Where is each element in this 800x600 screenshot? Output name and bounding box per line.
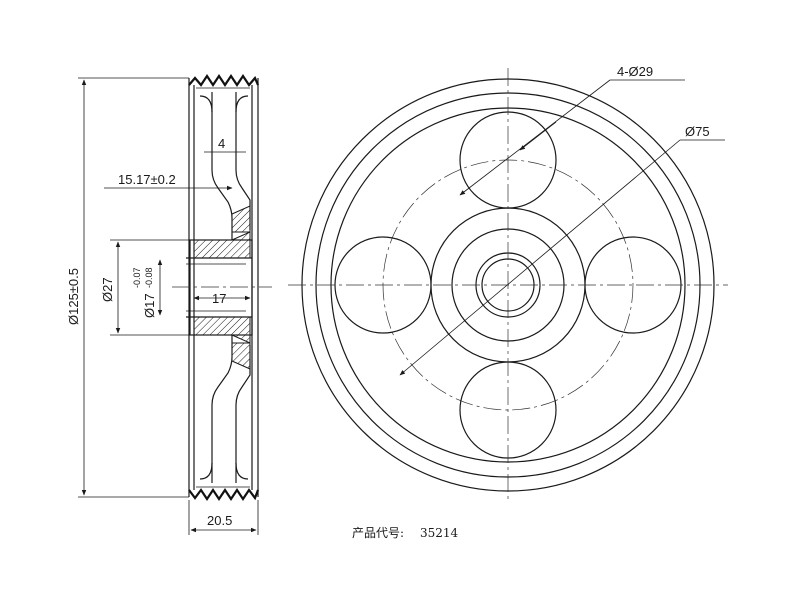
- web-profile-bottom-right: [235, 345, 251, 483]
- dim-outer-diameter: Ø125±0.5: [66, 268, 81, 325]
- caption-code: 35214: [420, 526, 459, 540]
- web-rim-top: [199, 95, 249, 113]
- groove-bottom: [188, 488, 260, 501]
- dim-bore-tol-lower: -0.08: [144, 267, 154, 288]
- dim-hub-diameter: Ø27: [100, 277, 115, 302]
- web-profile-bottom-left: [211, 335, 233, 483]
- caption: 产品代号: 35214: [352, 526, 459, 540]
- dim-total-width: 20.5: [207, 513, 232, 528]
- dim-bore-length: 17: [212, 291, 226, 306]
- caption-label: 产品代号:: [352, 526, 404, 540]
- side-view: Ø125±0.5 Ø27 Ø17 -0.07 -0.08 17 15.17±0.…: [66, 74, 272, 535]
- web-profile-top-left: [211, 92, 233, 240]
- hub-hatch-top: [193, 231, 251, 259]
- dim-holes: 4-Ø29: [617, 64, 653, 79]
- hub-hatch-bottom: [193, 316, 251, 344]
- dim-bore-tol-upper: -0.07: [132, 267, 142, 288]
- dim-offset: 15.17±0.2: [118, 172, 176, 187]
- leader-pitch: [399, 139, 681, 376]
- dim-pitch-circle: Ø75: [685, 124, 710, 139]
- web-hatch-top: [231, 205, 251, 233]
- web-rim-bottom: [199, 462, 249, 480]
- dim-web-thickness: 4: [218, 136, 225, 151]
- leader-holes: [459, 79, 611, 196]
- dim-bore-main: Ø17: [142, 293, 157, 318]
- leader-holes-tip: [519, 121, 557, 151]
- web-profile-top-right: [235, 92, 251, 230]
- web-hatch-bottom: [231, 342, 251, 370]
- groove-top: [188, 74, 260, 87]
- front-view: 4-Ø29 Ø75: [288, 64, 728, 503]
